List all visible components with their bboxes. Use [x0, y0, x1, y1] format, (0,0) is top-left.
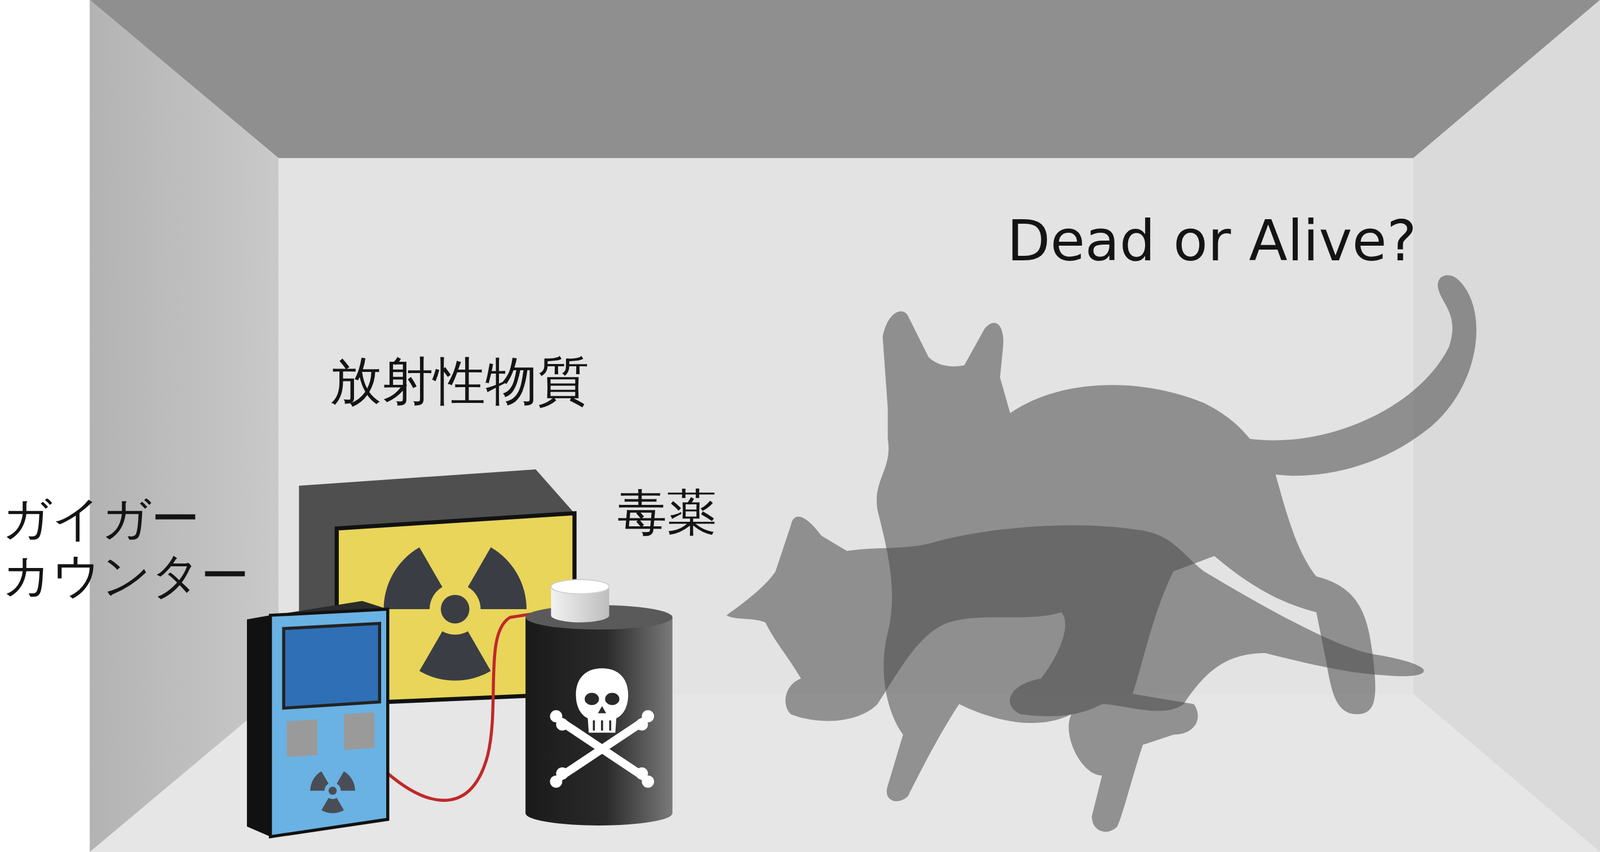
- detector-label: ガイガー カウンター: [2, 490, 268, 604]
- source-label: 放射性物質: [329, 350, 590, 413]
- poison-bottle: [525, 580, 673, 826]
- room: [89, 0, 1600, 852]
- geiger-counter: [246, 601, 388, 838]
- cat-silhouettes: [726, 275, 1477, 833]
- question-label: Dead or Alive?: [1006, 207, 1417, 276]
- poison-label: 毒薬: [617, 483, 717, 543]
